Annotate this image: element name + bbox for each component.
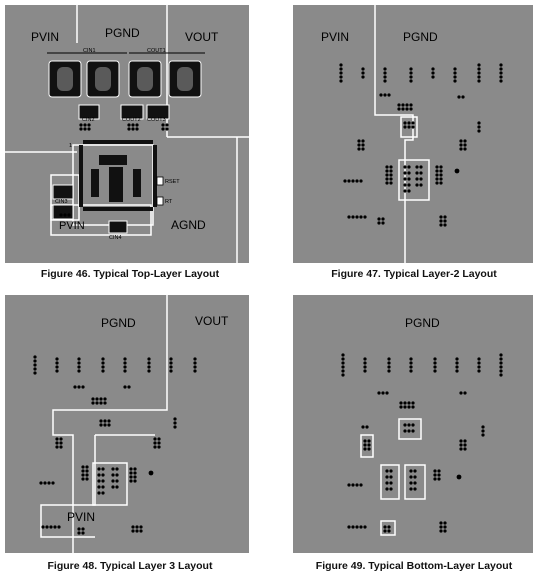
rset-label: RSET (165, 179, 180, 185)
cout2-label: COUT2 (122, 117, 141, 123)
figure-49: PGND (293, 295, 533, 553)
layer3-vout-label: VOUT (195, 314, 229, 328)
layer-2-layout: PVIN PGND (293, 5, 533, 263)
layer2-pgnd-label: PGND (403, 30, 438, 44)
figure-46: PVIN PGND VOUT AGND PVIN CIN1 COUT1 CIN2… (5, 5, 249, 263)
figure-47-caption: Figure 47. Typical Layer-2 Layout (331, 268, 497, 280)
vout-label: VOUT (185, 30, 219, 44)
layer-3-layout: PGND VOUT PVIN (5, 295, 249, 553)
figure-48: PGND VOUT PVIN (5, 295, 249, 553)
cout3-label: COUT3 (147, 117, 166, 123)
bottom-pgnd-label: PGND (405, 316, 440, 330)
cin4-label: CIN4 (109, 235, 122, 241)
cout1-label: COUT1 (147, 48, 166, 54)
figure-47: PVIN PGND (293, 5, 533, 263)
figure-48-caption: Figure 48. Typical Layer 3 Layout (47, 560, 213, 572)
layer3-pvin-label: PVIN (67, 510, 95, 524)
bottom-layer-layout: PGND (293, 295, 533, 553)
cin3-label: CIN3 (55, 199, 68, 205)
figure-49-caption: Figure 49. Typical Bottom-Layer Layout (315, 560, 513, 572)
cin2-label: CIN2 (82, 117, 95, 123)
via-array (339, 63, 503, 227)
figure-46-caption: Figure 46. Typical Top-Layer Layout (40, 268, 220, 280)
cin1-label: CIN1 (83, 48, 96, 54)
layer3-pgnd-label: PGND (101, 316, 136, 330)
pin1-label: 1 (69, 143, 72, 149)
pgnd-label: PGND (105, 26, 140, 40)
pvin-top-label: PVIN (31, 30, 59, 44)
top-layer-layout: PVIN PGND VOUT AGND PVIN CIN1 COUT1 CIN2… (5, 5, 249, 263)
agnd-label: AGND (171, 218, 206, 232)
layer2-pvin-label: PVIN (321, 30, 349, 44)
rt-label: RT (165, 199, 173, 205)
pvin-bottom-label: PVIN (59, 220, 85, 232)
